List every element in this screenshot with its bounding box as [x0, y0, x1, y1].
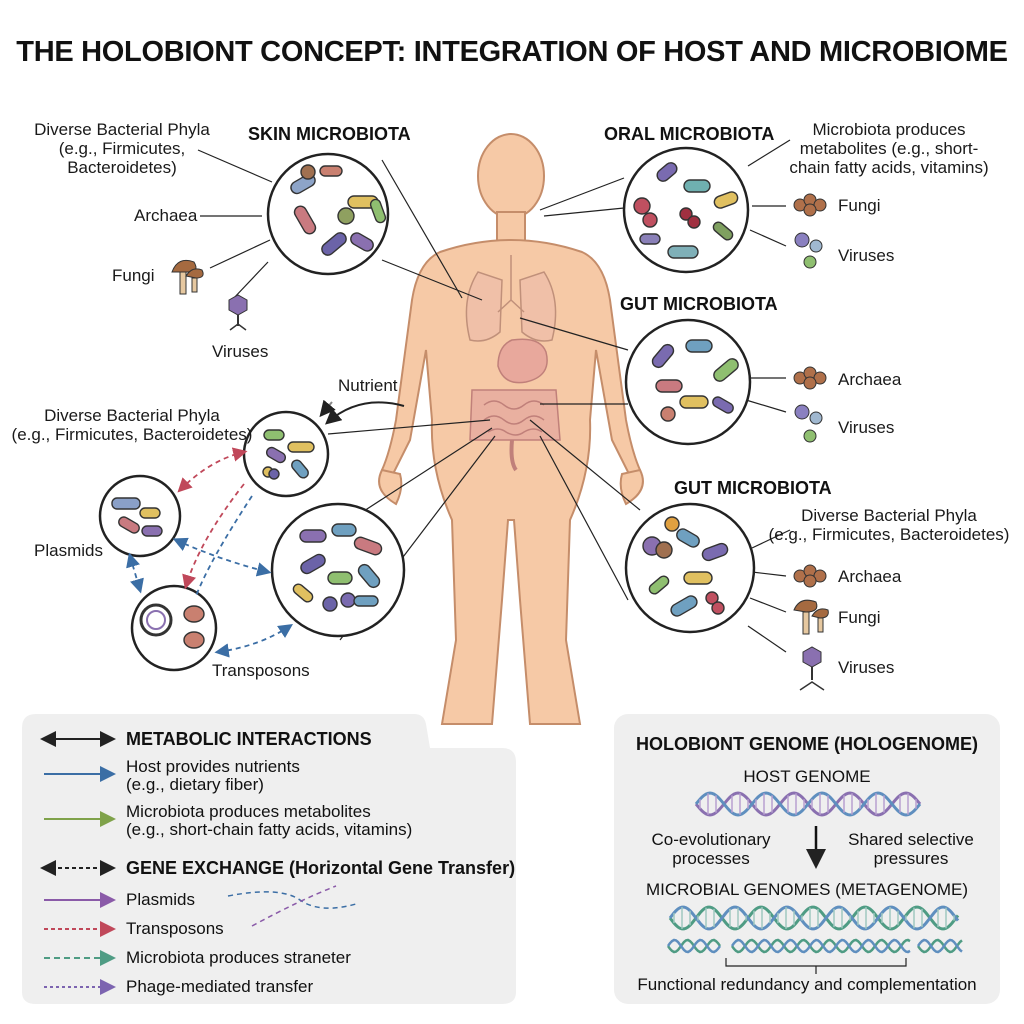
- skin-archaea-label: Archaea: [134, 206, 198, 225]
- gut1-archaea-label: Archaea: [838, 370, 902, 389]
- genome-head: HOLOBIONT GENOME (HOLOGENOME): [636, 734, 978, 754]
- microbial-genome-label: MICROBIAL GENOMES (METAGENOME): [645, 880, 969, 899]
- oral-virus-icon: [794, 232, 823, 269]
- small-dna-helices: [666, 938, 963, 954]
- circle-gut1: [624, 318, 752, 446]
- circle-gut2: [624, 502, 756, 634]
- leader-lines: [197, 139, 791, 653]
- host-genome-label: HOST GENOME: [743, 767, 871, 786]
- legend-gene-head: GENE EXCHANGE (Horizontal Gene Transfer): [126, 858, 516, 878]
- human-body: [378, 133, 644, 725]
- oral-viruses-label: Viruses: [838, 246, 895, 265]
- section-gut-1: GUT MICROBIOTA: [620, 294, 778, 314]
- legend-stranster: Microbiota produces straneter: [126, 948, 351, 967]
- legend-arrows: [40, 731, 357, 995]
- gut2-fungi-label: Fungi: [838, 608, 881, 627]
- microbes: [111, 162, 739, 649]
- gut1-archaea-icon: [793, 366, 827, 390]
- skin-phyla-label: Diverse Bacterial Phyla (e.g., Firmicute…: [34, 120, 210, 177]
- skin-viruses-label: Viruses: [212, 342, 269, 361]
- plasmids-label: Plasmids: [34, 541, 103, 560]
- gut1-viruses-label: Viruses: [838, 418, 895, 437]
- host-dna-helix: [694, 791, 922, 817]
- organs: [465, 255, 561, 472]
- nutrient-arrow: [324, 401, 405, 425]
- gut2-fungi-icon: [793, 599, 829, 635]
- skin-virus-icon: [228, 294, 248, 331]
- legend-host-nutrients: Host provides nutrients(e.g., dietary fi…: [126, 757, 300, 794]
- oral-metabolites-label: Microbiota produces metabolites (e.g., s…: [789, 120, 989, 177]
- left-phyla-label: Diverse Bacterial Phyla (e.g., Firmicute…: [11, 406, 253, 444]
- gut2-viruses-label: Viruses: [838, 658, 895, 677]
- genome-bracket: [725, 958, 907, 974]
- legend-plasmids: Plasmids: [126, 890, 195, 909]
- skin-fungi-icon: [171, 259, 204, 295]
- legend-phage: Phage-mediated transfer: [126, 977, 314, 996]
- legend-panel: [22, 714, 516, 1004]
- legend-transposons: Transposons: [126, 919, 224, 938]
- legend-microbiota-metabolites: Microbiota produces metabolites(e.g., sh…: [126, 802, 413, 839]
- microbial-dna-helix: [668, 905, 960, 931]
- skin-fungi-label: Fungi: [112, 266, 155, 285]
- gut2-archaea-icon: [793, 564, 827, 588]
- page-title: THE HOLOBIONT CONCEPT: INTEGRATION OF HO…: [16, 36, 1008, 68]
- circle-plasmids: [98, 474, 182, 558]
- functional-label: Functional redundancy and complementatio…: [637, 975, 977, 994]
- oral-fungi-label: Fungi: [838, 196, 881, 215]
- legend-metabolic-head: METABOLIC INTERACTIONS: [126, 729, 372, 749]
- section-oral: ORAL MICROBIOTA: [604, 124, 775, 144]
- section-skin: SKIN MICROBIOTA: [248, 124, 411, 144]
- gut2-phyla-label: Diverse Bacterial Phyla (e.g., Firmicute…: [768, 506, 1010, 544]
- gut2-archaea-label: Archaea: [838, 567, 902, 586]
- gut2-virus-icon: [799, 646, 825, 691]
- nutrient-label: Nutrient: [338, 376, 398, 395]
- oral-fungi-icon: [793, 193, 827, 217]
- gene-exchange-arrows: [126, 447, 293, 658]
- transposons-label: Transposons: [212, 661, 310, 680]
- gut1-virus-icon: [794, 404, 823, 443]
- section-gut-2: GUT MICROBIOTA: [674, 478, 832, 498]
- circle-left-top: [242, 410, 330, 498]
